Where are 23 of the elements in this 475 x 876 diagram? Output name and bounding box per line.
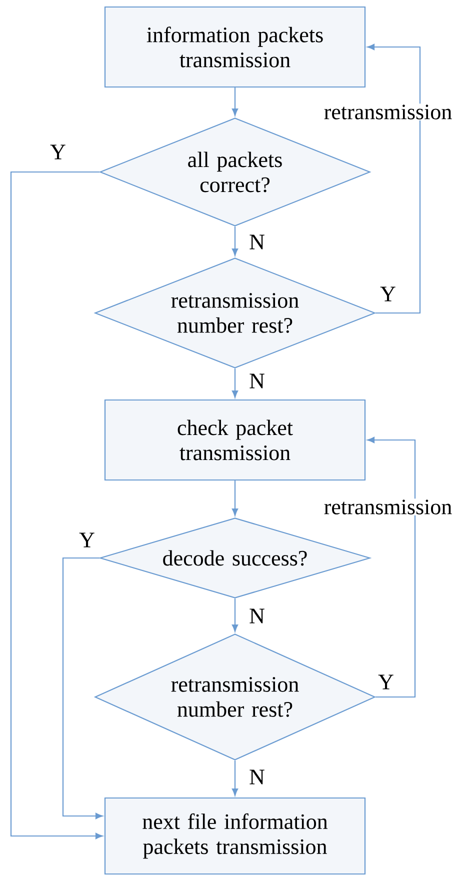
arrow [232, 760, 238, 796]
arrow [232, 368, 238, 398]
edge-label: Y [79, 532, 94, 548]
arrow [367, 436, 416, 698]
edge-label: Y [50, 144, 66, 160]
edge-label: N [250, 374, 264, 388]
process-box: information packets transmission [104, 6, 366, 88]
edge-label: N [250, 608, 264, 624]
arrow [62, 557, 103, 820]
edge-label: N [250, 234, 264, 250]
arrow [232, 598, 238, 632]
arrow [232, 88, 238, 116]
process-box: next file information packets transmission [104, 797, 366, 875]
annotation-text: retransmission [322, 498, 454, 516]
arrow [232, 226, 238, 256]
edge-label: Y [380, 286, 396, 302]
annotation-text: retransmission [322, 104, 454, 120]
edge-label: N [250, 770, 264, 784]
arrow [232, 480, 238, 516]
arrow [10, 171, 103, 840]
process-box: check packet transmission [104, 399, 366, 481]
edge-label: Y [378, 674, 394, 690]
arrow [367, 44, 421, 314]
